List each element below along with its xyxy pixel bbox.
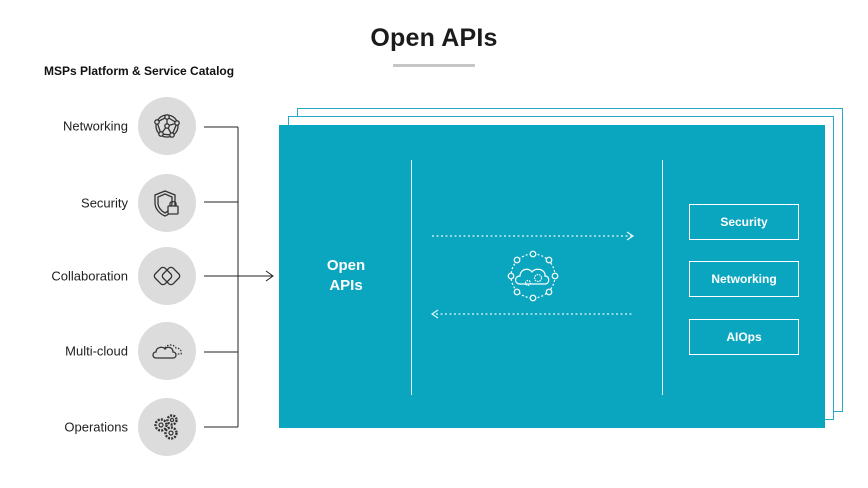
- shield-lock-icon: [138, 174, 196, 232]
- service-aiops[interactable]: AIOps: [689, 319, 799, 355]
- page-title: Open APIs: [370, 24, 498, 52]
- panel-divider-right: [662, 160, 663, 395]
- service-security[interactable]: Security: [689, 204, 799, 240]
- catalog-item-label: Collaboration: [51, 268, 128, 284]
- panel-divider-left: [411, 160, 412, 395]
- network-globe-icon: [138, 97, 196, 155]
- catalog-title: MSPs Platform & Service Catalog: [44, 64, 235, 78]
- multi-cloud-icon: [138, 322, 196, 380]
- catalog-item-operations[interactable]: Operations: [0, 397, 200, 457]
- open-apis-label: Open APIs Open APIs: [290, 256, 402, 296]
- catalog-item-label: Operations: [64, 419, 128, 435]
- catalog-item-label: Security: [81, 195, 128, 211]
- open-apis-line-2: APIs: [329, 277, 363, 294]
- service-networking[interactable]: Networking: [689, 261, 799, 297]
- catalog-item-networking[interactable]: Networking: [0, 96, 200, 156]
- catalog-item-label: Multi-cloud: [65, 343, 128, 359]
- catalog-item-multi-cloud[interactable]: Multi-cloud: [0, 321, 200, 381]
- title-underline: [393, 64, 475, 67]
- open-apis-line-1: Open: [326, 257, 366, 274]
- collaboration-diamonds-icon: [138, 247, 196, 305]
- catalog-item-security[interactable]: Security: [0, 173, 200, 233]
- catalog-item-collaboration[interactable]: Collaboration: [0, 246, 200, 306]
- catalog-item-label: Networking: [62, 118, 128, 134]
- gears-icon: [138, 398, 196, 456]
